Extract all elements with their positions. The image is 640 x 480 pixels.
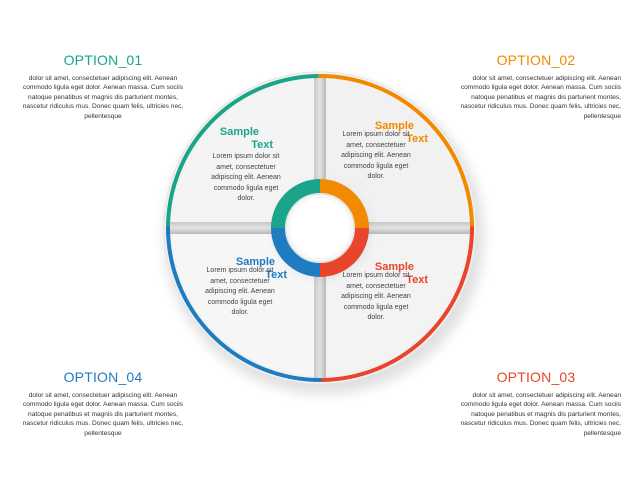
option-3-body: dolor sit amet, consectetuer adipiscing … (460, 392, 621, 437)
center-ring-segment-4 (271, 227, 321, 277)
quadrant-panel-1 (172, 80, 314, 222)
quadrant-text-1: Sample Text Lorem ipsum dolor sit amet, … (205, 126, 287, 205)
quadrant-body-1: Lorem ipsum dolor sit amet, consectetuer… (211, 153, 281, 202)
quadrant-title-1-line1: Sample (219, 126, 259, 138)
quadrant-title-2-line1: Sample (374, 120, 414, 132)
quadrant-title-4: Sample Text (205, 256, 287, 282)
quadrant-title-1-line2: Text (251, 139, 273, 151)
quadrant-panel-3 (326, 234, 468, 376)
option-4-title: OPTION_04 (63, 369, 143, 385)
rim-arc-option-4 (166, 226, 322, 382)
option-2: OPTION_02 dolor sit amet, consectetuer a… (451, 52, 621, 121)
quadrant-title-3-line2: Text (406, 274, 428, 286)
rim-arc-option-2 (318, 74, 474, 230)
option-3: OPTION_03 dolor sit amet, consectetuer a… (451, 369, 621, 438)
option-2-title: OPTION_02 (496, 52, 576, 68)
option-4: OPTION_04 dolor sit amet, consectetuer a… (18, 369, 188, 438)
quadrant-body-2: Lorem ipsum dolor sit amet, consectetuer… (341, 131, 411, 180)
option-2-body: dolor sit amet, consectetuer adipiscing … (460, 75, 621, 120)
rim-arc-option-3 (318, 226, 474, 382)
center-hub-inner (290, 198, 350, 258)
center-ring-segment-1 (271, 179, 321, 229)
rim-arc-option-1 (166, 74, 322, 230)
quadrant-title-2-line2: Text (406, 133, 428, 145)
option-1-body: dolor sit amet, consectetuer adipiscing … (22, 75, 184, 120)
center-ring-segment-2 (319, 179, 369, 229)
quadrant-title-3-line1: Sample (374, 261, 414, 273)
option-1: OPTION_01 dolor sit amet, consectetuer a… (18, 52, 188, 121)
option-1-title: OPTION_01 (63, 52, 143, 68)
quadrant-panel-2 (326, 80, 468, 222)
quadrant-body-4: Lorem ipsum dolor sit amet, consectetuer… (205, 267, 275, 316)
quadrant-title-1: Sample Text (205, 126, 287, 152)
quadrant-text-2: Sample Text Lorem ipsum dolor sit amet, … (335, 120, 430, 183)
quadrant-title-3: Sample Text (335, 261, 430, 287)
quadrant-title-4-line1: Sample (235, 256, 275, 268)
quadrant-title-2: Sample Text (335, 120, 430, 146)
option-4-body: dolor sit amet, consectetuer adipiscing … (22, 392, 184, 437)
quadrant-text-3: Sample Text Lorem ipsum dolor sit amet, … (335, 261, 430, 324)
center-ring-segment-3 (319, 227, 369, 277)
quadrant-body-3: Lorem ipsum dolor sit amet, consectetuer… (341, 272, 411, 321)
quadrant-text-4: Sample Text Lorem ipsum dolor sit amet, … (205, 256, 287, 319)
option-3-title: OPTION_03 (496, 369, 576, 385)
quadrant-title-4-line2: Text (265, 269, 287, 281)
quadrant-panel-4 (172, 234, 314, 376)
